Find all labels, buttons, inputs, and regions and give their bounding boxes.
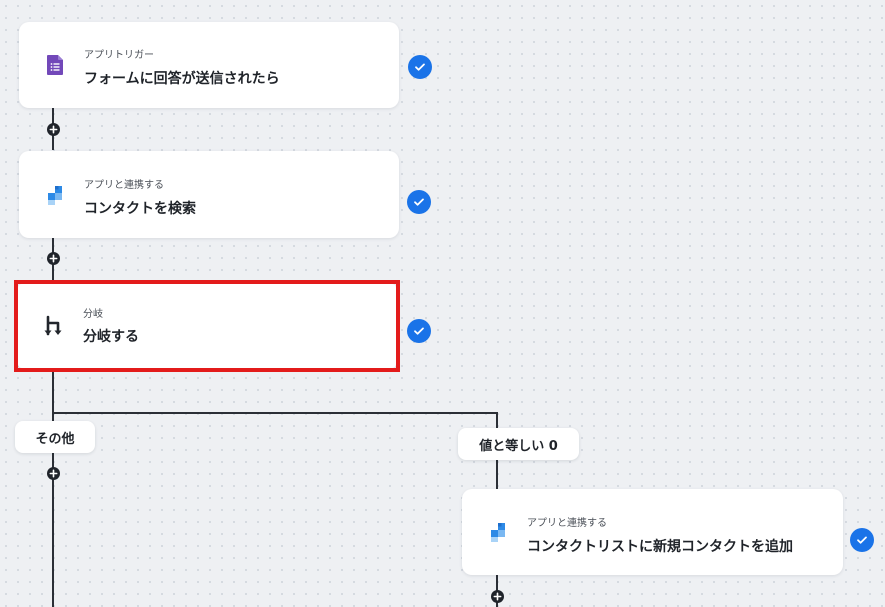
branch-label-other[interactable]: その他 <box>15 421 95 453</box>
step-complete-check-icon <box>407 319 431 343</box>
step-title: コンタクトを検索 <box>84 201 196 217</box>
plus-icon <box>493 592 502 601</box>
step-card-add-contact[interactable]: アプリと連携する コンタクトリストに新規コンタクトを追加 <box>462 489 843 575</box>
google-forms-icon <box>43 53 67 77</box>
step-title: 分岐する <box>83 329 139 345</box>
step-complete-check-icon <box>407 190 431 214</box>
step-kind-label: アプリトリガー <box>84 50 154 61</box>
add-step-button[interactable] <box>491 590 504 603</box>
connector-line <box>52 370 54 607</box>
step-kind-label: アプリと連携する <box>527 518 607 529</box>
step-complete-check-icon <box>850 528 874 552</box>
plus-icon <box>49 254 58 263</box>
step-card-trigger[interactable]: アプリトリガー フォームに回答が送信されたら <box>19 22 399 108</box>
step-kind-label: 分岐 <box>83 309 103 320</box>
app-blocks-icon <box>486 520 510 544</box>
step-card-branch[interactable]: 分岐 分岐する <box>18 284 396 368</box>
step-card-search-contact[interactable]: アプリと連携する コンタクトを検索 <box>19 151 399 238</box>
plus-icon <box>49 125 58 134</box>
add-step-button[interactable] <box>47 467 60 480</box>
add-step-button[interactable] <box>47 123 60 136</box>
branch-connector-horizontal <box>52 412 498 414</box>
step-complete-check-icon <box>408 55 432 79</box>
app-blocks-icon <box>43 183 67 207</box>
step-title: フォームに回答が送信されたら <box>84 71 280 87</box>
step-title: コンタクトリストに新規コンタクトを追加 <box>527 539 793 555</box>
add-step-button[interactable] <box>47 252 60 265</box>
plus-icon <box>49 469 58 478</box>
branch-icon <box>42 314 66 338</box>
branch-label-condition[interactable]: 値と等しい 0 <box>458 428 579 460</box>
step-kind-label: アプリと連携する <box>84 180 164 191</box>
